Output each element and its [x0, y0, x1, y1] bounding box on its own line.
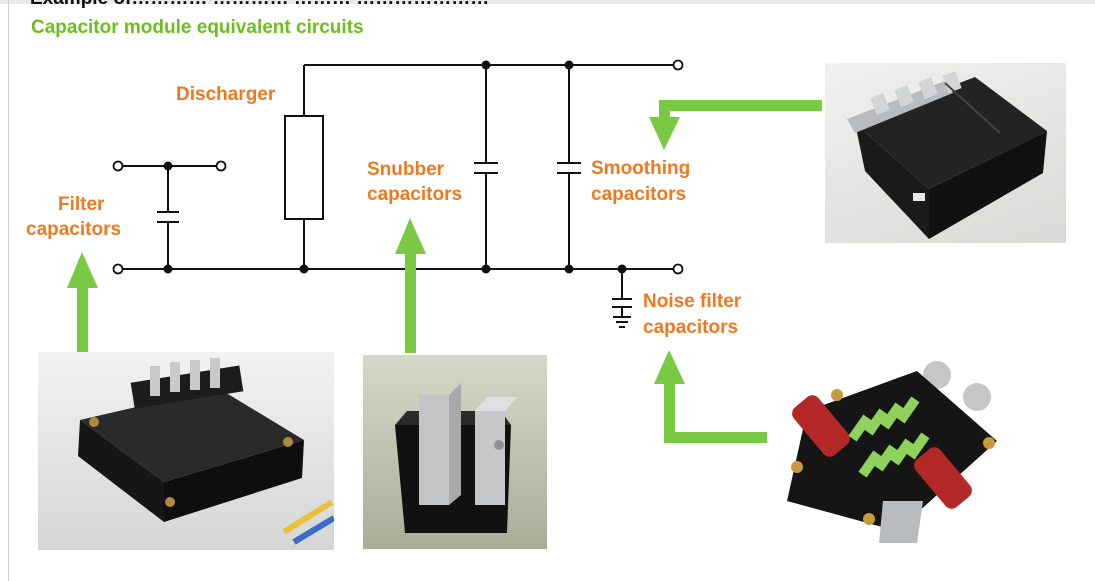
terminal-circles [112, 59, 684, 275]
filter-arrow [67, 252, 98, 353]
noise-filter-label-line1: Noise filter [643, 291, 742, 312]
top-border [0, 0, 1095, 4]
noise-filter-capacitor-photo [767, 351, 1011, 551]
snubber-capacitor-photo [363, 355, 547, 549]
junction-dots [163, 60, 627, 274]
snubber-label-line2: capacitors [367, 184, 463, 205]
discharger-label: Discharger [176, 84, 276, 105]
smoothing-label-line1: Smoothing [591, 158, 691, 179]
noise-filter-label-line2: capacitors [643, 317, 739, 338]
left-border [8, 0, 9, 581]
noise-filter-arrow [654, 350, 770, 443]
snubber-arrow [395, 218, 426, 353]
smoothing-arrow [649, 100, 822, 150]
smoothing-label-line2: capacitors [591, 184, 687, 205]
diagram-title: Capacitor module equivalent circuits [31, 17, 364, 38]
snubber-label-line1: Snubber [367, 159, 445, 180]
cut-off-heading: Example of………… ………… ……… ………………… [30, 0, 489, 10]
filter-label-line2: capacitors [26, 219, 122, 240]
smoothing-capacitor-photo [825, 63, 1066, 243]
filter-capacitor-photo [38, 352, 334, 550]
filter-label-line1: Filter [58, 194, 105, 215]
